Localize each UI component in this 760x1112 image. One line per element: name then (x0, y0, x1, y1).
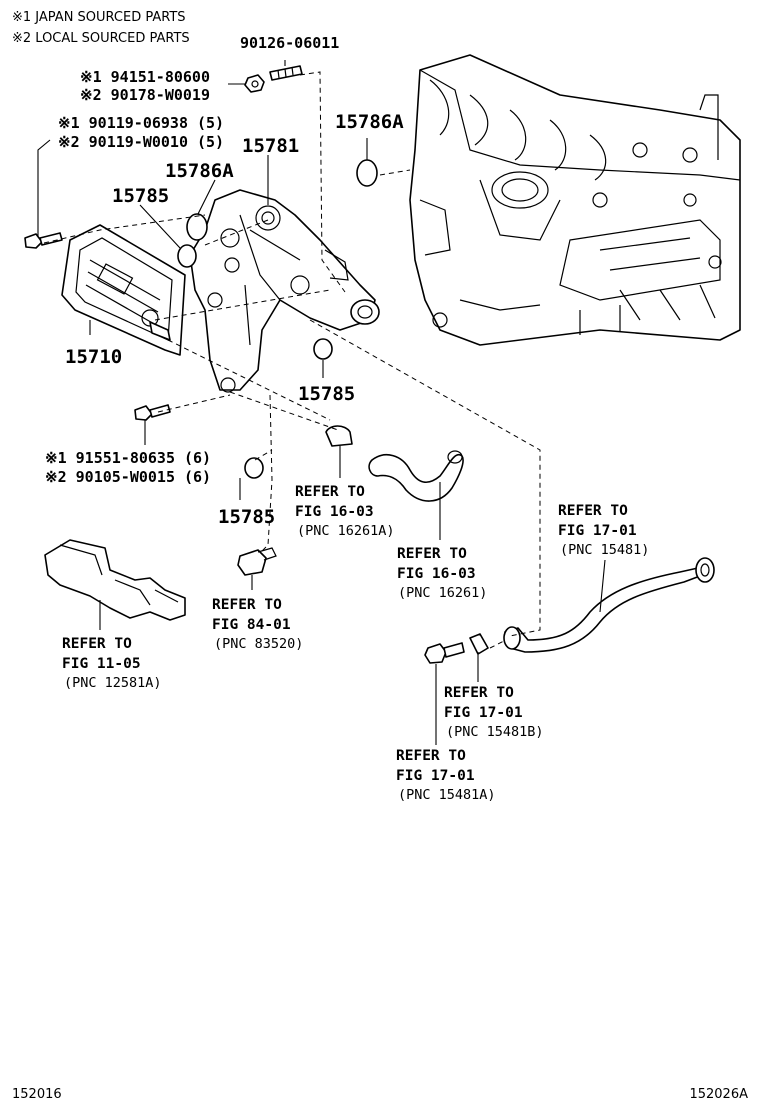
o-ring-group (177, 159, 378, 479)
label-90178-w0019: ※2 90178-W0019 (80, 86, 210, 104)
footer-codes: 152016 152026A (12, 1087, 748, 1102)
alignment-lines (43, 71, 541, 649)
label-15786a-left: 15786A (165, 160, 234, 182)
leader-lines (37, 60, 606, 745)
oil-hose-illustration (368, 450, 464, 502)
o-ring-15785-mid (313, 338, 333, 360)
ref-line1: REFER TO (558, 503, 628, 519)
ref-fig-17-01-pnc-15481a: REFER TO FIG 17-01 (PNC 15481A) (396, 748, 496, 803)
part-number-labels: 90126-06011 ※1 94151-80600 ※2 90178-W001… (45, 34, 404, 528)
label-90119-06938: ※1 90119-06938 (5) (58, 114, 224, 132)
oil-pipe-illustration (503, 557, 715, 653)
ref-pnc: (PNC 15481) (560, 542, 649, 558)
notes-legend: ※1 JAPAN SOURCED PARTS ※2 LOCAL SOURCED … (12, 10, 190, 46)
ref-fig-16-03-pnc-16261a: REFER TO FIG 16-03 (PNC 16261A) (295, 484, 395, 539)
ref-line1: REFER TO (444, 685, 514, 701)
ref-fig-11-05-pnc-12581a: REFER TO FIG 11-05 (PNC 12581A) (62, 636, 162, 691)
label-90126-06011: 90126-06011 (240, 34, 339, 52)
label-15781: 15781 (242, 135, 299, 157)
timing-cover-illustration (44, 539, 186, 621)
ref-line2: FIG 16-03 (397, 566, 476, 582)
ref-line1: REFER TO (212, 597, 282, 613)
ref-line2: FIG 17-01 (444, 705, 523, 721)
o-ring-15786a-left (186, 213, 208, 241)
ref-line2: FIG 11-05 (62, 656, 141, 672)
ref-line1: REFER TO (295, 484, 365, 500)
ref-pnc: (PNC 15481B) (446, 724, 544, 740)
label-15785-mid: 15785 (298, 383, 355, 405)
o-ring-15786a-right (356, 159, 378, 187)
label-94151-80600: ※1 94151-80600 (80, 68, 210, 86)
ref-line2: FIG 84-01 (212, 617, 291, 633)
ref-pnc: (PNC 12581A) (64, 675, 162, 691)
reference-labels: REFER TO FIG 16-03 (PNC 16261A) REFER TO… (62, 484, 649, 803)
oil-filter-bracket-illustration (189, 189, 380, 393)
ref-fig-17-01-pnc-15481b: REFER TO FIG 17-01 (PNC 15481B) (444, 685, 544, 740)
ref-pnc: (PNC 15481A) (398, 787, 496, 803)
ref-fig-17-01-pnc-15481: REFER TO FIG 17-01 (PNC 15481) (558, 503, 649, 558)
o-ring-15785-left (177, 244, 197, 268)
ref-fig-16-03-pnc-16261: REFER TO FIG 16-03 (PNC 16261) (397, 546, 487, 601)
label-15785-left: 15785 (112, 185, 169, 207)
ref-line1: REFER TO (62, 636, 132, 652)
note-japan-sourced: ※1 JAPAN SOURCED PARTS (12, 10, 186, 25)
ref-pnc: (PNC 16261A) (297, 523, 395, 539)
label-91551-80635: ※1 91551-80635 (6) (45, 449, 211, 467)
ref-pnc: (PNC 83520) (214, 636, 303, 652)
ref-line1: REFER TO (397, 546, 467, 562)
label-15710: 15710 (65, 346, 122, 368)
ref-fig-84-01-pnc-83520: REFER TO FIG 84-01 (PNC 83520) (212, 597, 303, 652)
ref-line1: REFER TO (396, 748, 466, 764)
label-15786a-right: 15786A (335, 111, 404, 133)
label-15785-low: 15785 (218, 506, 275, 528)
footer-right-code: 152026A (689, 1087, 748, 1102)
label-90105-w0015: ※2 90105-W0015 (6) (45, 468, 211, 486)
o-ring-15785-low (244, 457, 264, 479)
oil-cooler-illustration (61, 224, 186, 356)
note-local-sourced: ※2 LOCAL SOURCED PARTS (12, 31, 190, 46)
ref-line2: FIG 17-01 (396, 768, 475, 784)
engine-block-illustration (409, 54, 741, 346)
fastener-group (24, 65, 489, 664)
ref-line2: FIG 16-03 (295, 504, 374, 520)
label-90119-w0010: ※2 90119-W0010 (5) (58, 133, 224, 151)
ref-pnc: (PNC 16261) (398, 585, 487, 601)
ref-line2: FIG 17-01 (558, 523, 637, 539)
footer-left-code: 152016 (12, 1087, 62, 1102)
